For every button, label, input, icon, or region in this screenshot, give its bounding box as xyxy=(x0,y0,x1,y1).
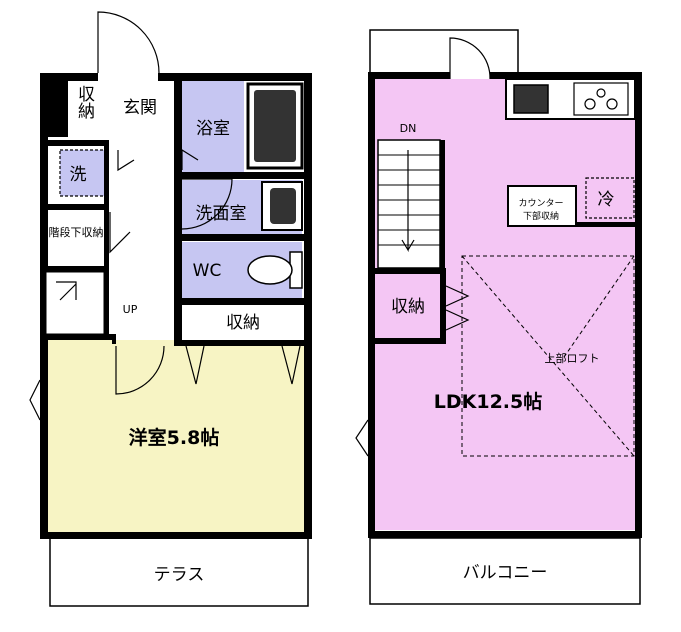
room-door xyxy=(115,345,165,395)
storage-label: 収納 xyxy=(226,313,260,333)
storage-entrance-label: 収納 xyxy=(74,85,95,120)
western-room-area xyxy=(46,340,308,532)
burner-1 xyxy=(584,98,596,110)
dn-arrow xyxy=(401,150,415,253)
sink xyxy=(513,84,549,114)
up-label: UP xyxy=(123,303,138,316)
stair-storage-door xyxy=(109,212,131,254)
toilet-bowl xyxy=(247,255,293,285)
up-arrow xyxy=(56,281,77,301)
floor-1: 収納 玄関 浴室 洗 洗面室 階段下収納 WC UP 収納 洋室5.8帖 テラス xyxy=(29,11,312,607)
ldk-storage-label: 収納 xyxy=(391,297,425,317)
wash-basin-bowl xyxy=(270,188,296,224)
laundry-area xyxy=(59,149,107,197)
bath-door xyxy=(181,148,199,170)
washroom-door xyxy=(181,178,233,230)
window-ldk xyxy=(355,419,369,457)
terrace-label: テラス xyxy=(154,565,205,585)
closet-door-left xyxy=(185,345,205,385)
bathtub-inner xyxy=(254,90,296,162)
western-room-label: 洋室5.8帖 xyxy=(129,426,220,449)
ldk-storage-door-2 xyxy=(445,309,470,331)
loft-outline xyxy=(461,255,635,457)
dn-label: DN xyxy=(400,122,417,135)
ldk-label: LDK12.5帖 xyxy=(434,390,542,413)
burner-2 xyxy=(606,98,618,110)
top-door xyxy=(449,37,491,80)
counter-label: カウンター xyxy=(518,198,563,209)
staircase xyxy=(377,139,441,269)
stove xyxy=(573,82,629,116)
bathroom-label: 浴室 xyxy=(196,119,230,139)
terrace-area xyxy=(49,537,309,607)
wc-label: WC xyxy=(193,261,222,281)
balcony-label: バルコニー xyxy=(463,563,548,583)
fridge-space xyxy=(585,177,635,219)
counter xyxy=(507,185,577,227)
window-left xyxy=(29,379,41,421)
entrance-door xyxy=(97,11,160,74)
loft-diagonals xyxy=(461,255,635,457)
loft-label: 上部ロフト xyxy=(545,351,600,365)
washroom-label: 洗面室 xyxy=(196,204,247,224)
laundry-door xyxy=(117,150,135,172)
laundry-label: 洗 xyxy=(70,165,87,185)
burner-3 xyxy=(596,88,606,98)
fridge-label: 冷 xyxy=(598,190,615,210)
top-terrace xyxy=(369,29,519,77)
stair-base xyxy=(45,271,105,335)
floor-2: DN カウンター 下部収納 冷 収納 上部ロフト LDK12.5帖 バルコニー xyxy=(355,29,642,605)
counter-sub-label: 下部収納 xyxy=(523,210,559,222)
stair-storage-label: 階段下収納 xyxy=(49,225,104,239)
genkan-label: 玄関 xyxy=(123,98,157,118)
ldk-storage-door-1 xyxy=(445,285,470,307)
closet-door-right xyxy=(281,345,301,385)
